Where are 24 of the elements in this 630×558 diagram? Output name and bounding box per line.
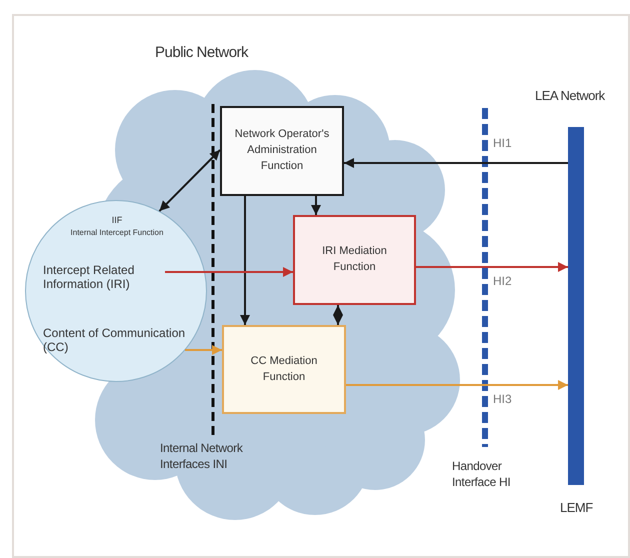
process-box: Network Operator's Administration Function — [220, 106, 344, 196]
arrow — [311, 196, 321, 215]
edge-label: HI3 — [492, 392, 513, 406]
item-text: Intercept Related Information (IRI) — [43, 263, 136, 292]
abbreviation-text: IIF — [110, 215, 124, 226]
subtitle-text: Internal Intercept Function — [70, 228, 164, 238]
interface-label: Handover Interface HI — [452, 458, 512, 490]
cloud-heading: Public Network — [155, 44, 248, 61]
process-box: CC Mediation Function — [222, 325, 346, 414]
edge-label: HI2 — [492, 274, 513, 288]
interface-label: Internal Network Interfaces INI — [160, 440, 244, 472]
arrow — [185, 345, 222, 355]
arrow — [240, 196, 250, 325]
arrow — [333, 305, 343, 325]
bar-label: LEMF — [560, 500, 593, 515]
process-box: IRI Mediation Function — [293, 215, 416, 305]
edge-label: HI1 — [492, 136, 513, 150]
arrow — [344, 158, 568, 168]
arrow — [165, 267, 293, 277]
arrow — [346, 380, 568, 390]
arrow — [416, 262, 568, 272]
network-heading: LEA Network — [535, 88, 605, 103]
item-text: Content of Communication (CC) — [43, 326, 186, 355]
arrow — [158, 149, 221, 212]
